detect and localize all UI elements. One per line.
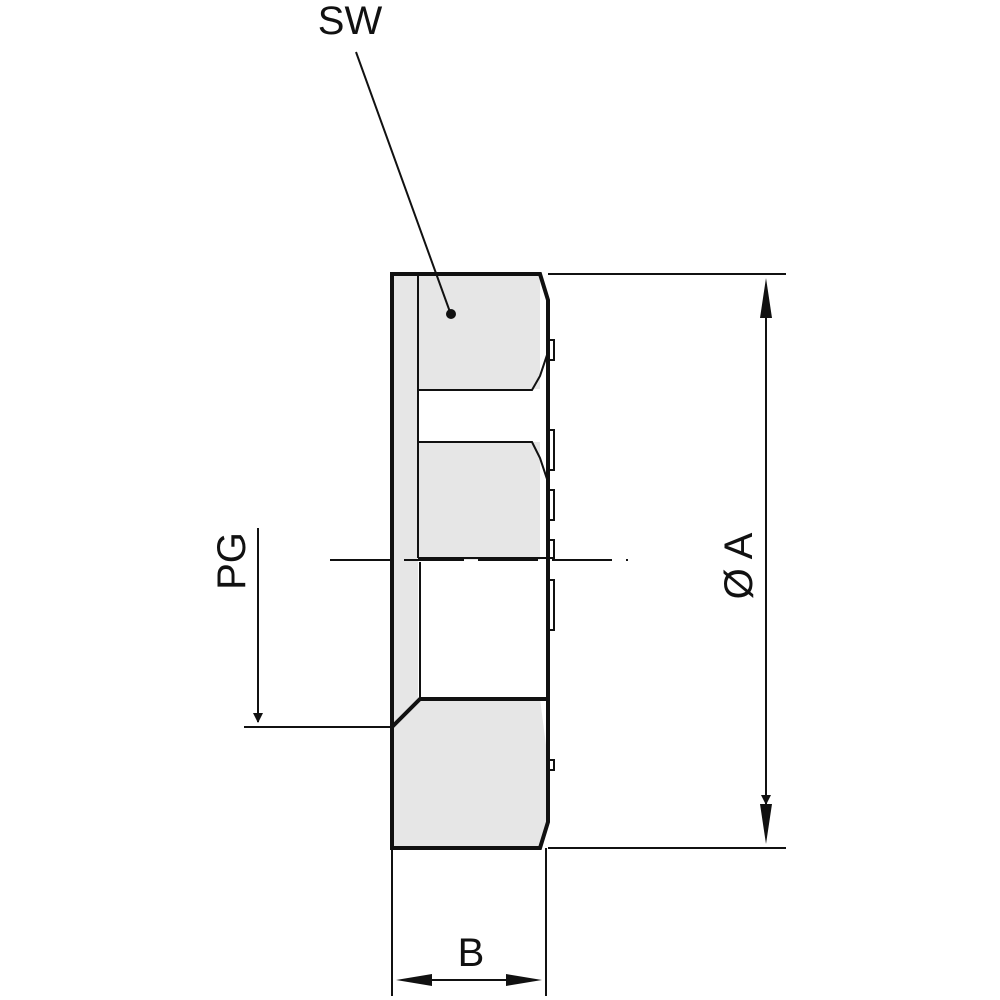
sw-leader bbox=[355, 51, 456, 319]
pg-dimension bbox=[244, 528, 392, 728]
b-dimension bbox=[391, 848, 547, 996]
hex-edge-upper bbox=[418, 351, 549, 391]
b-label: B bbox=[458, 931, 485, 975]
nut-body bbox=[390, 272, 555, 850]
hex-edge-middle bbox=[418, 441, 549, 483]
diameter-a-label: Ø A bbox=[717, 532, 761, 599]
hex-left-strip bbox=[392, 274, 418, 726]
thread-bore bbox=[420, 562, 544, 698]
serration-marks bbox=[548, 339, 555, 771]
pg-label: PG bbox=[210, 532, 254, 590]
hex-face-bottom bbox=[392, 699, 546, 848]
sw-label: SW bbox=[318, 0, 383, 43]
sw-leader-dot bbox=[446, 309, 456, 319]
thread-bottom-edge bbox=[390, 697, 546, 729]
diameter-a-dimension bbox=[548, 273, 786, 849]
